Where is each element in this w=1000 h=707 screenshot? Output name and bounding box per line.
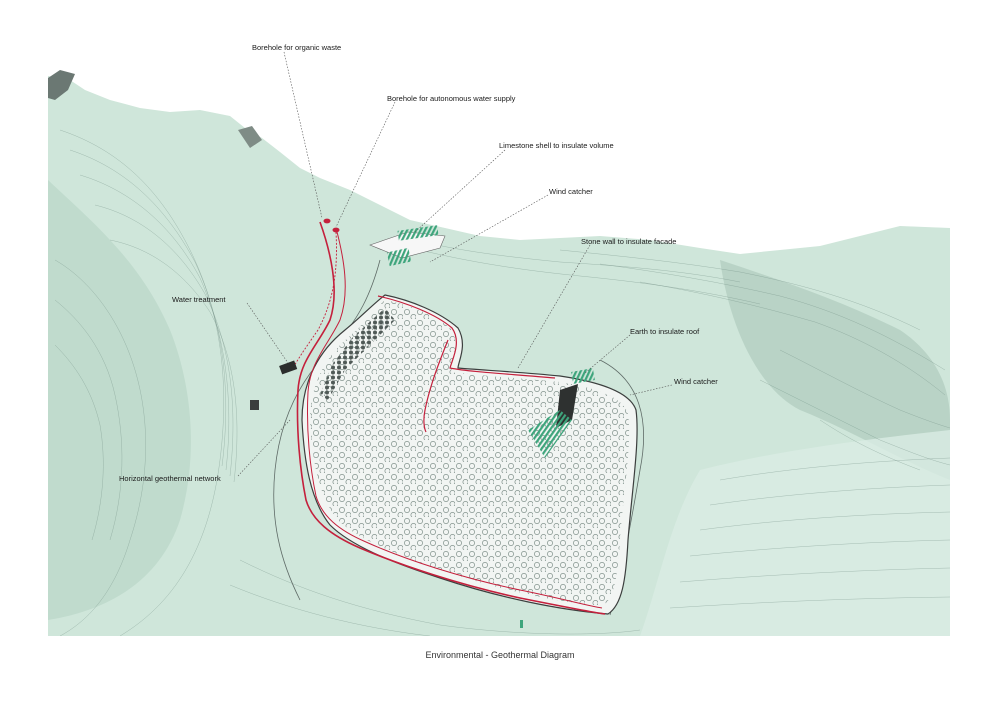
access-road xyxy=(273,259,381,601)
figure-caption: Environmental - Geothermal Diagram xyxy=(425,650,574,660)
geothermal-network xyxy=(291,221,606,615)
slope-shade-right xyxy=(720,260,950,480)
slope-shade-left xyxy=(48,180,191,620)
quarry-pit xyxy=(301,294,638,615)
lower-marker xyxy=(520,620,523,628)
borehole-water-marker xyxy=(332,227,340,233)
ridge-rock-left xyxy=(48,70,75,100)
lower-building xyxy=(528,368,595,458)
label-water-treatment: Water treatment xyxy=(172,295,226,304)
water-treatment-building xyxy=(250,360,298,410)
geothermal-pipe-inner xyxy=(306,227,603,609)
ridge-rock-mid xyxy=(238,126,262,148)
geothermal-pipe-upper xyxy=(377,295,556,379)
upper-building xyxy=(369,225,446,267)
slope-shade-bottom xyxy=(640,430,950,636)
leader-lines xyxy=(237,51,673,477)
label-earth-roof: Earth to insulate roof xyxy=(630,327,700,336)
dark-tree-cluster xyxy=(320,308,395,400)
label-wind-catcher-upper: Wind catcher xyxy=(549,187,593,196)
borehole-organic-waste-marker xyxy=(323,218,331,224)
label-stone-wall: Stone wall to insulate facade xyxy=(581,237,676,246)
label-horizontal-geothermal: Horizontal geothermal network xyxy=(119,474,221,483)
label-limestone-shell: Limestone shell to insulate volume xyxy=(499,141,614,150)
label-borehole-water-supply: Borehole for autonomous water supply xyxy=(387,94,516,103)
label-borehole-organic-waste: Borehole for organic waste xyxy=(252,43,341,52)
pit-trees xyxy=(310,300,630,606)
geothermal-pipe-branch xyxy=(423,339,449,433)
contour-lines xyxy=(54,129,950,636)
geothermal-pipe-outer xyxy=(296,221,606,615)
label-wind-catcher-lower: Wind catcher xyxy=(674,377,718,386)
terrain xyxy=(48,70,950,636)
sky-area xyxy=(48,70,950,254)
